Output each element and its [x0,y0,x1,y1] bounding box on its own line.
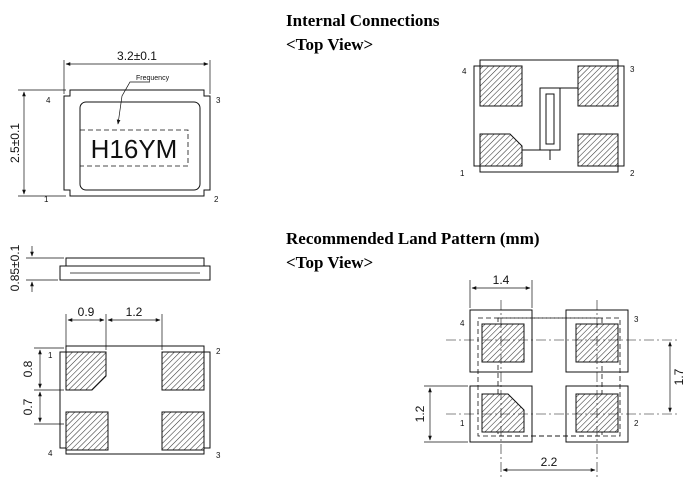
land-pin-4: 4 [460,319,465,328]
land-pattern-view: 1.4 1.7 1.2 2.2 4 3 1 2 [413,273,686,478]
land-dim-2-2-label: 2.2 [541,455,558,469]
top-view-outline [63,89,211,197]
top-view-pin-1: 1 [44,195,49,204]
height-dimension-label: 2.5±0.1 [8,123,22,163]
internal-pin-4: 4 [462,67,467,76]
bottom-pad-3 [161,411,205,451]
land-pattern-heading: Recommended Land Pattern (mm) [286,229,540,248]
top-view-pin-4: 4 [46,96,51,105]
internal-connections-heading: Internal Connections [286,11,440,30]
bottom-pad-2 [161,351,205,391]
bottom-view-pin-4: 4 [48,449,53,458]
bottom-pad-1 [65,351,107,391]
internal-connections-top-view-label: <Top View> [286,35,374,54]
frequency-leader [116,81,150,125]
top-view: 3.2±0.1 2.5±0.1 Frequency H16YM 4 3 1 2 [8,49,221,204]
land-pin-3: 3 [634,315,639,324]
width-dimension-label: 3.2±0.1 [117,49,157,63]
land-dim-1-7-label: 1.7 [672,368,686,385]
internal-connections-view: 4 3 1 2 [460,59,635,178]
marking-text: H16YM [91,134,178,164]
bottom-view-pin-1: 1 [48,351,53,360]
internal-pad-2 [577,133,619,167]
land-pattern-top-view-label: <Top View> [286,253,374,272]
internal-pin-1: 1 [460,169,465,178]
top-view-pin-3: 3 [216,96,221,105]
land-dim-1-2-label: 1.2 [413,405,427,422]
internal-pad-1 [479,133,523,167]
dim-0-8-label: 0.8 [21,360,35,377]
frequency-label: Frequency [136,75,170,82]
internal-pad-3 [577,65,619,107]
land-dim-1-4-label: 1.4 [493,273,510,287]
bottom-pad-4 [65,411,109,451]
internal-pad-4 [479,65,523,107]
crystal-electrode [545,93,555,145]
land-pin-2: 2 [634,419,639,428]
dim-0-9-label: 0.9 [78,305,95,319]
side-view-lid [65,257,205,267]
bottom-view: 0.9 1.2 0.8 0.7 1 2 3 4 [21,305,221,460]
land-device-pad-4 [481,323,525,363]
dim-1-2-label: 1.2 [126,305,143,319]
internal-pin-3: 3 [630,65,635,74]
land-device-pad-1 [481,393,525,433]
dim-0-7-label: 0.7 [21,398,35,415]
thickness-dimension-label: 0.85±0.1 [8,244,22,291]
bottom-view-pin-2: 2 [216,347,221,356]
land-pin-1: 1 [460,419,465,428]
internal-pin-2: 2 [630,169,635,178]
top-view-pin-2: 2 [214,195,219,204]
side-view: 0.85±0.1 [8,244,211,292]
crystal-element [539,87,561,151]
land-inner-outline [497,317,603,437]
bottom-view-pin-3: 3 [216,451,221,460]
